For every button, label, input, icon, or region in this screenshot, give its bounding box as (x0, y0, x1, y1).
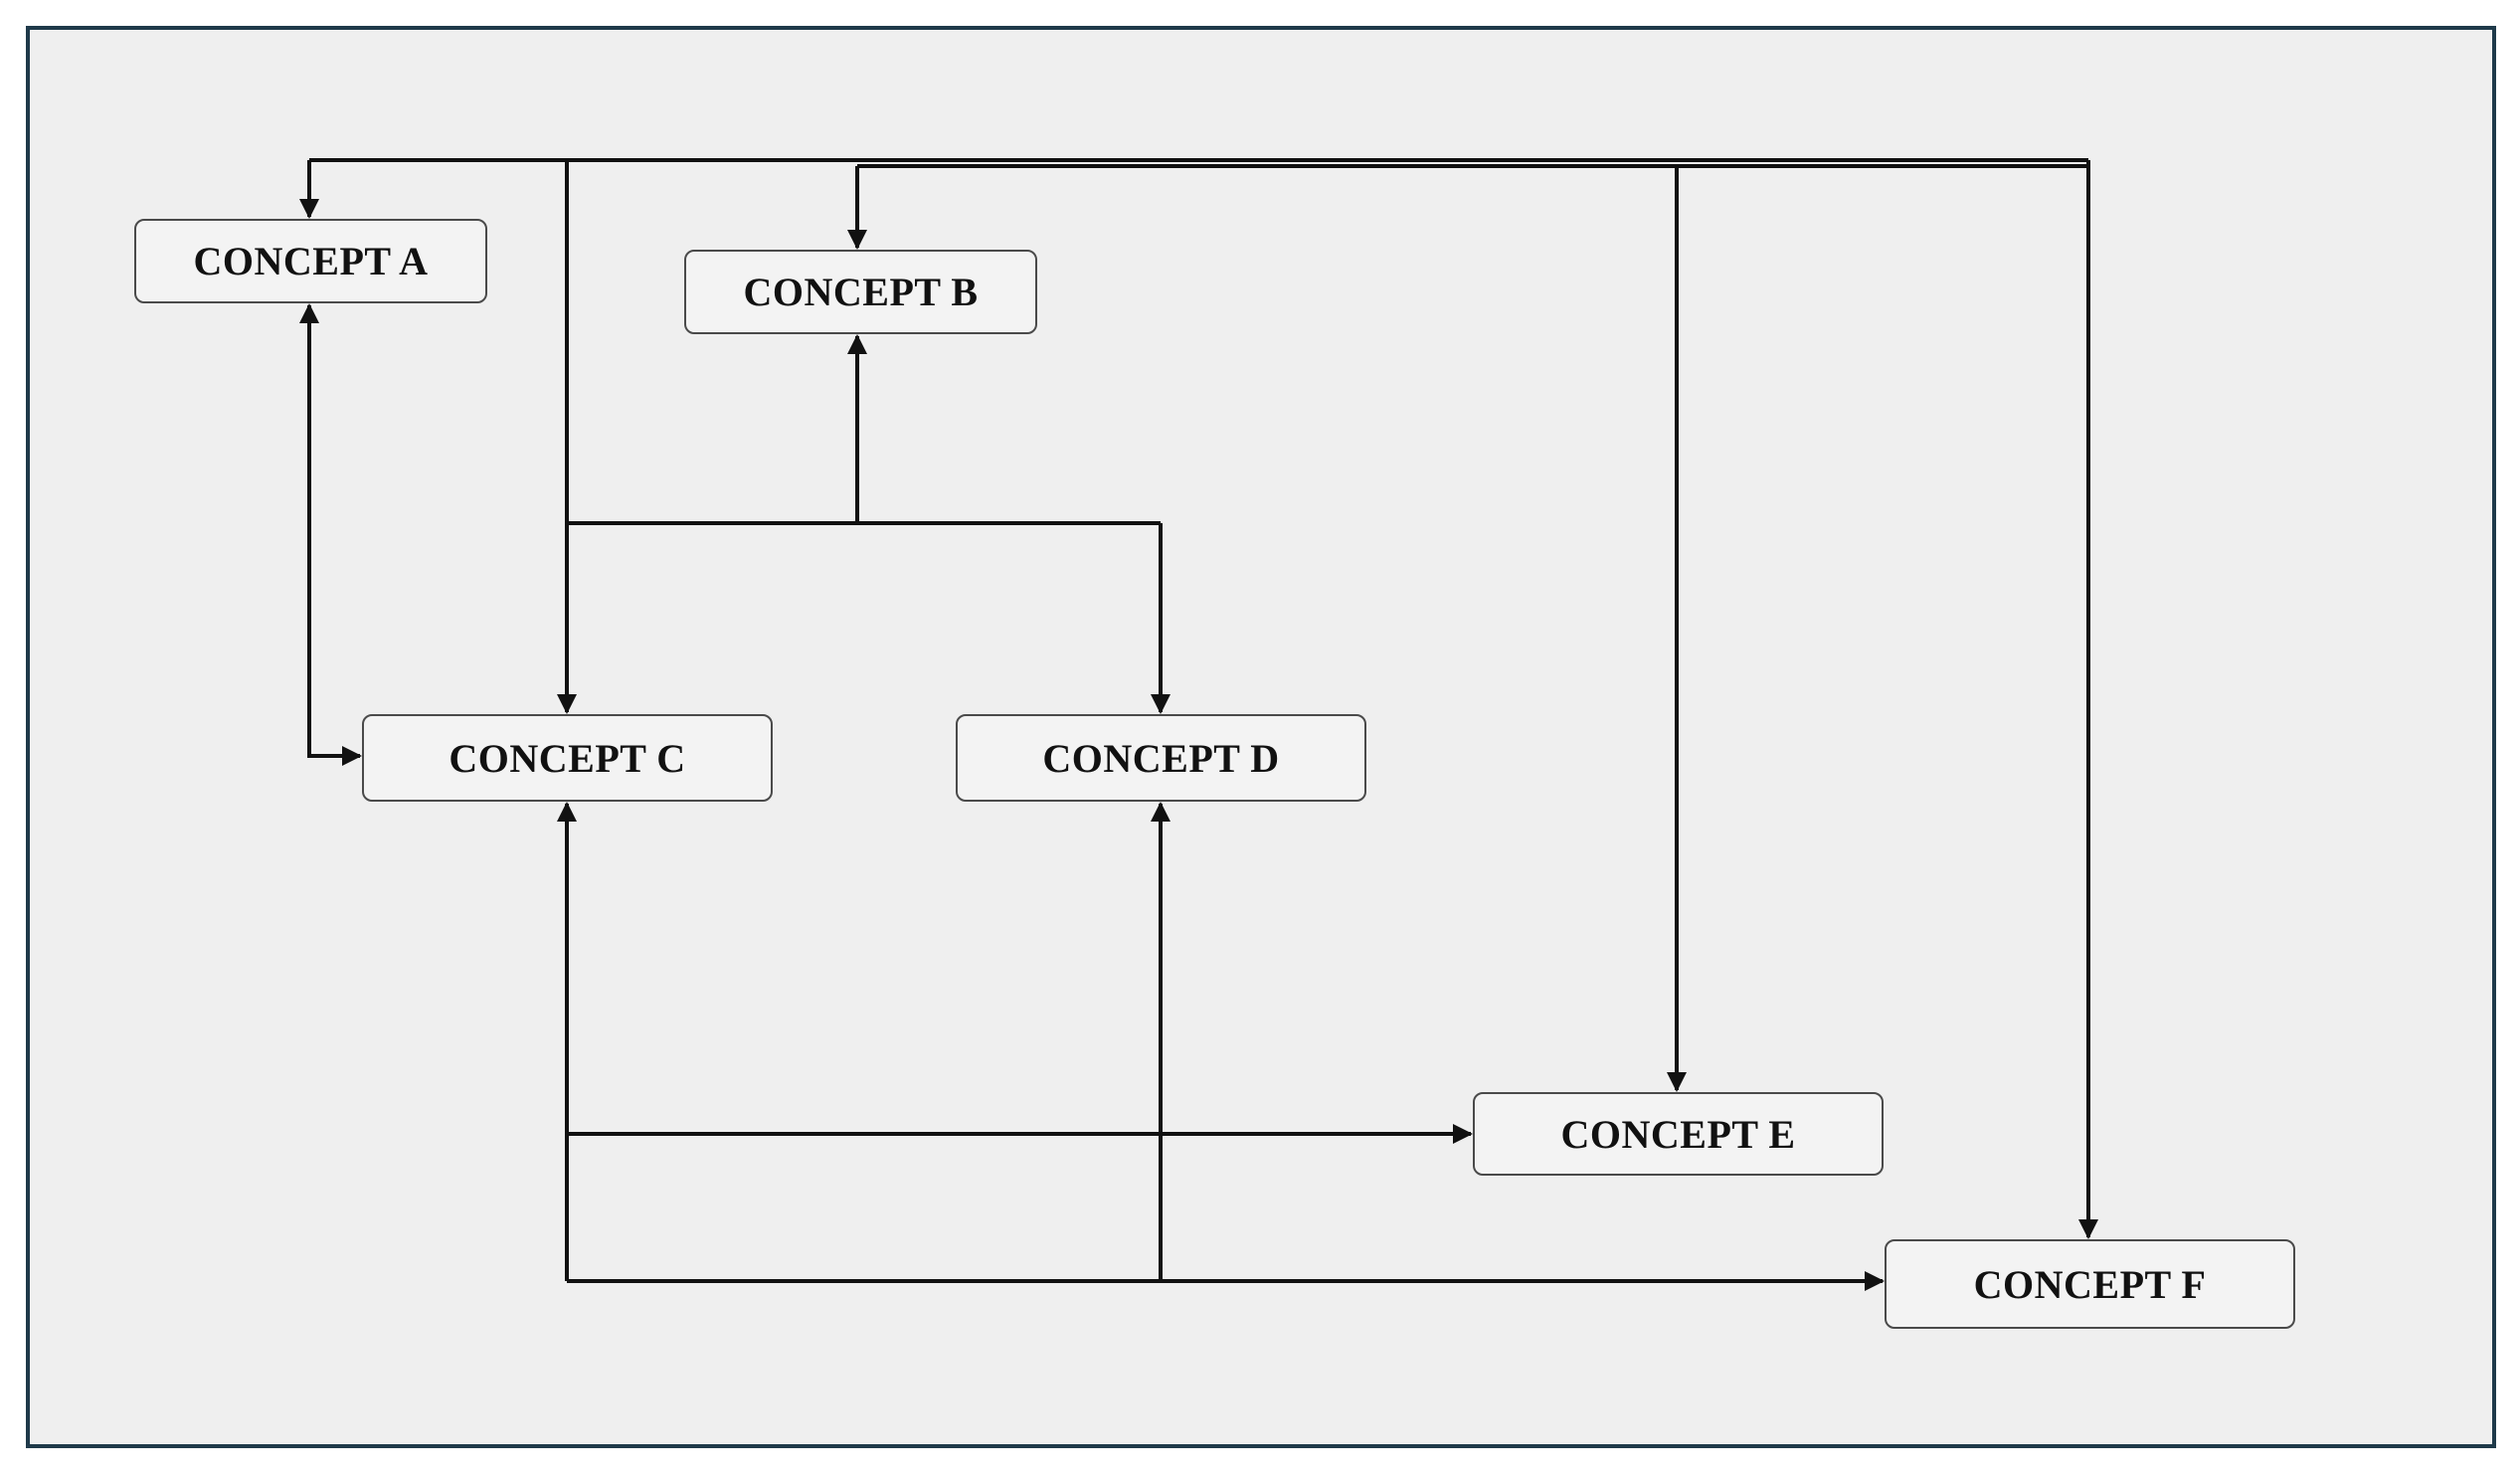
concept-f-node: CONCEPT F (1885, 1239, 2295, 1329)
arrow-concept-a-concept-c (299, 303, 362, 766)
concept-b-node: CONCEPT B (684, 250, 1037, 334)
concept-f-label: CONCEPT F (1973, 1261, 2207, 1307)
concept-d-node: CONCEPT D (956, 714, 1366, 802)
concept-a-label: CONCEPT A (193, 239, 429, 283)
concept-e-node: CONCEPT E (1473, 1092, 1884, 1176)
concept-c-label: CONCEPT C (449, 735, 686, 781)
concept-d-label: CONCEPT D (1042, 735, 1280, 781)
concept-b-label: CONCEPT B (743, 270, 979, 314)
concept-c-node: CONCEPT C (362, 714, 773, 802)
concept-a-node: CONCEPT A (134, 219, 487, 303)
concept-e-label: CONCEPT E (1560, 1111, 1796, 1157)
